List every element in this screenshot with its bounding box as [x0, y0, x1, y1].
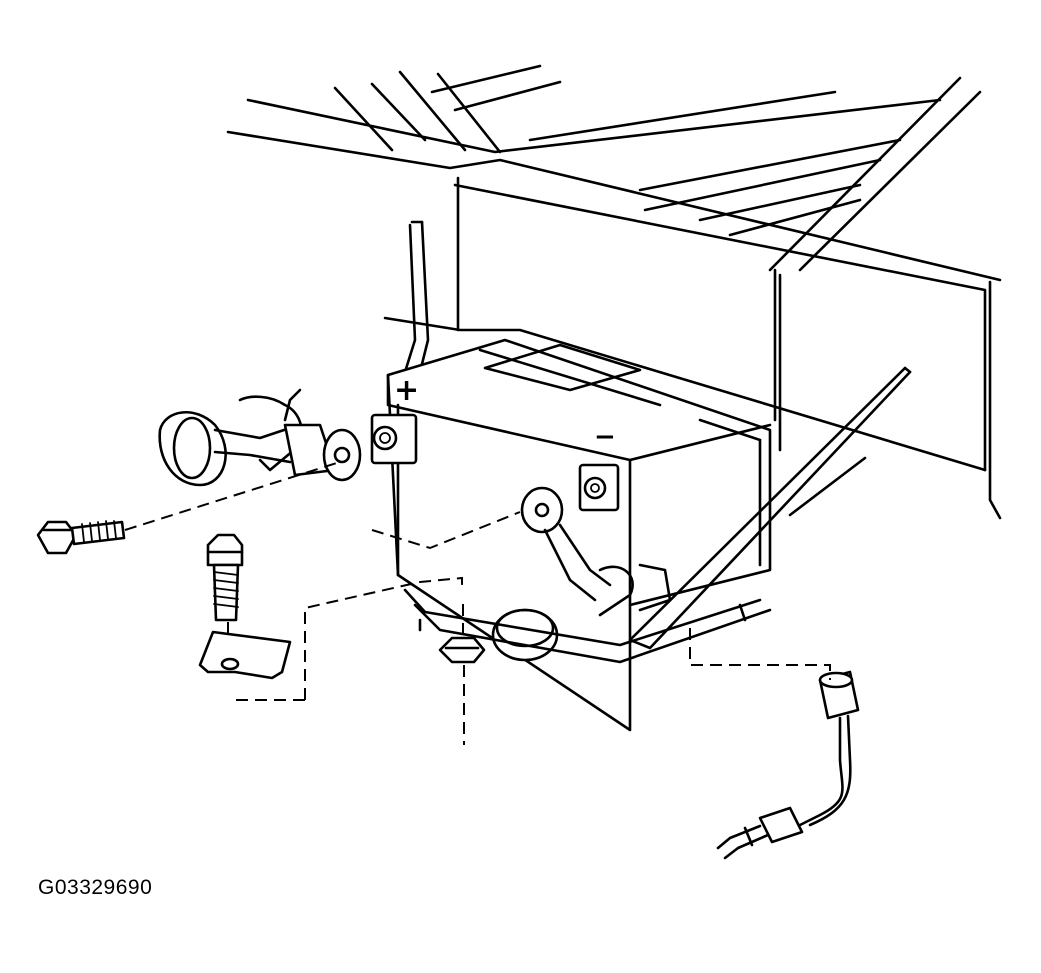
sensor-connector — [716, 806, 804, 860]
temperature-sensor — [788, 670, 860, 832]
terminal-negative-mark: − — [594, 422, 616, 452]
assembly-guide-lines — [235, 511, 831, 701]
hold-down-rod-right — [628, 366, 912, 650]
battery — [370, 338, 772, 732]
hold-down-bolt — [206, 533, 244, 660]
hold-down-bracket — [198, 630, 292, 680]
figure-id-label: G03329690 — [38, 876, 153, 899]
vehicle-frame-structure — [226, 64, 1002, 520]
tray-nut — [438, 600, 486, 745]
terminal-bolt — [36, 461, 341, 555]
terminal-positive-mark: + — [394, 373, 419, 408]
battery-tray — [403, 588, 772, 664]
positive-battery-cable — [158, 388, 362, 487]
hold-down-rod-left — [403, 220, 430, 374]
